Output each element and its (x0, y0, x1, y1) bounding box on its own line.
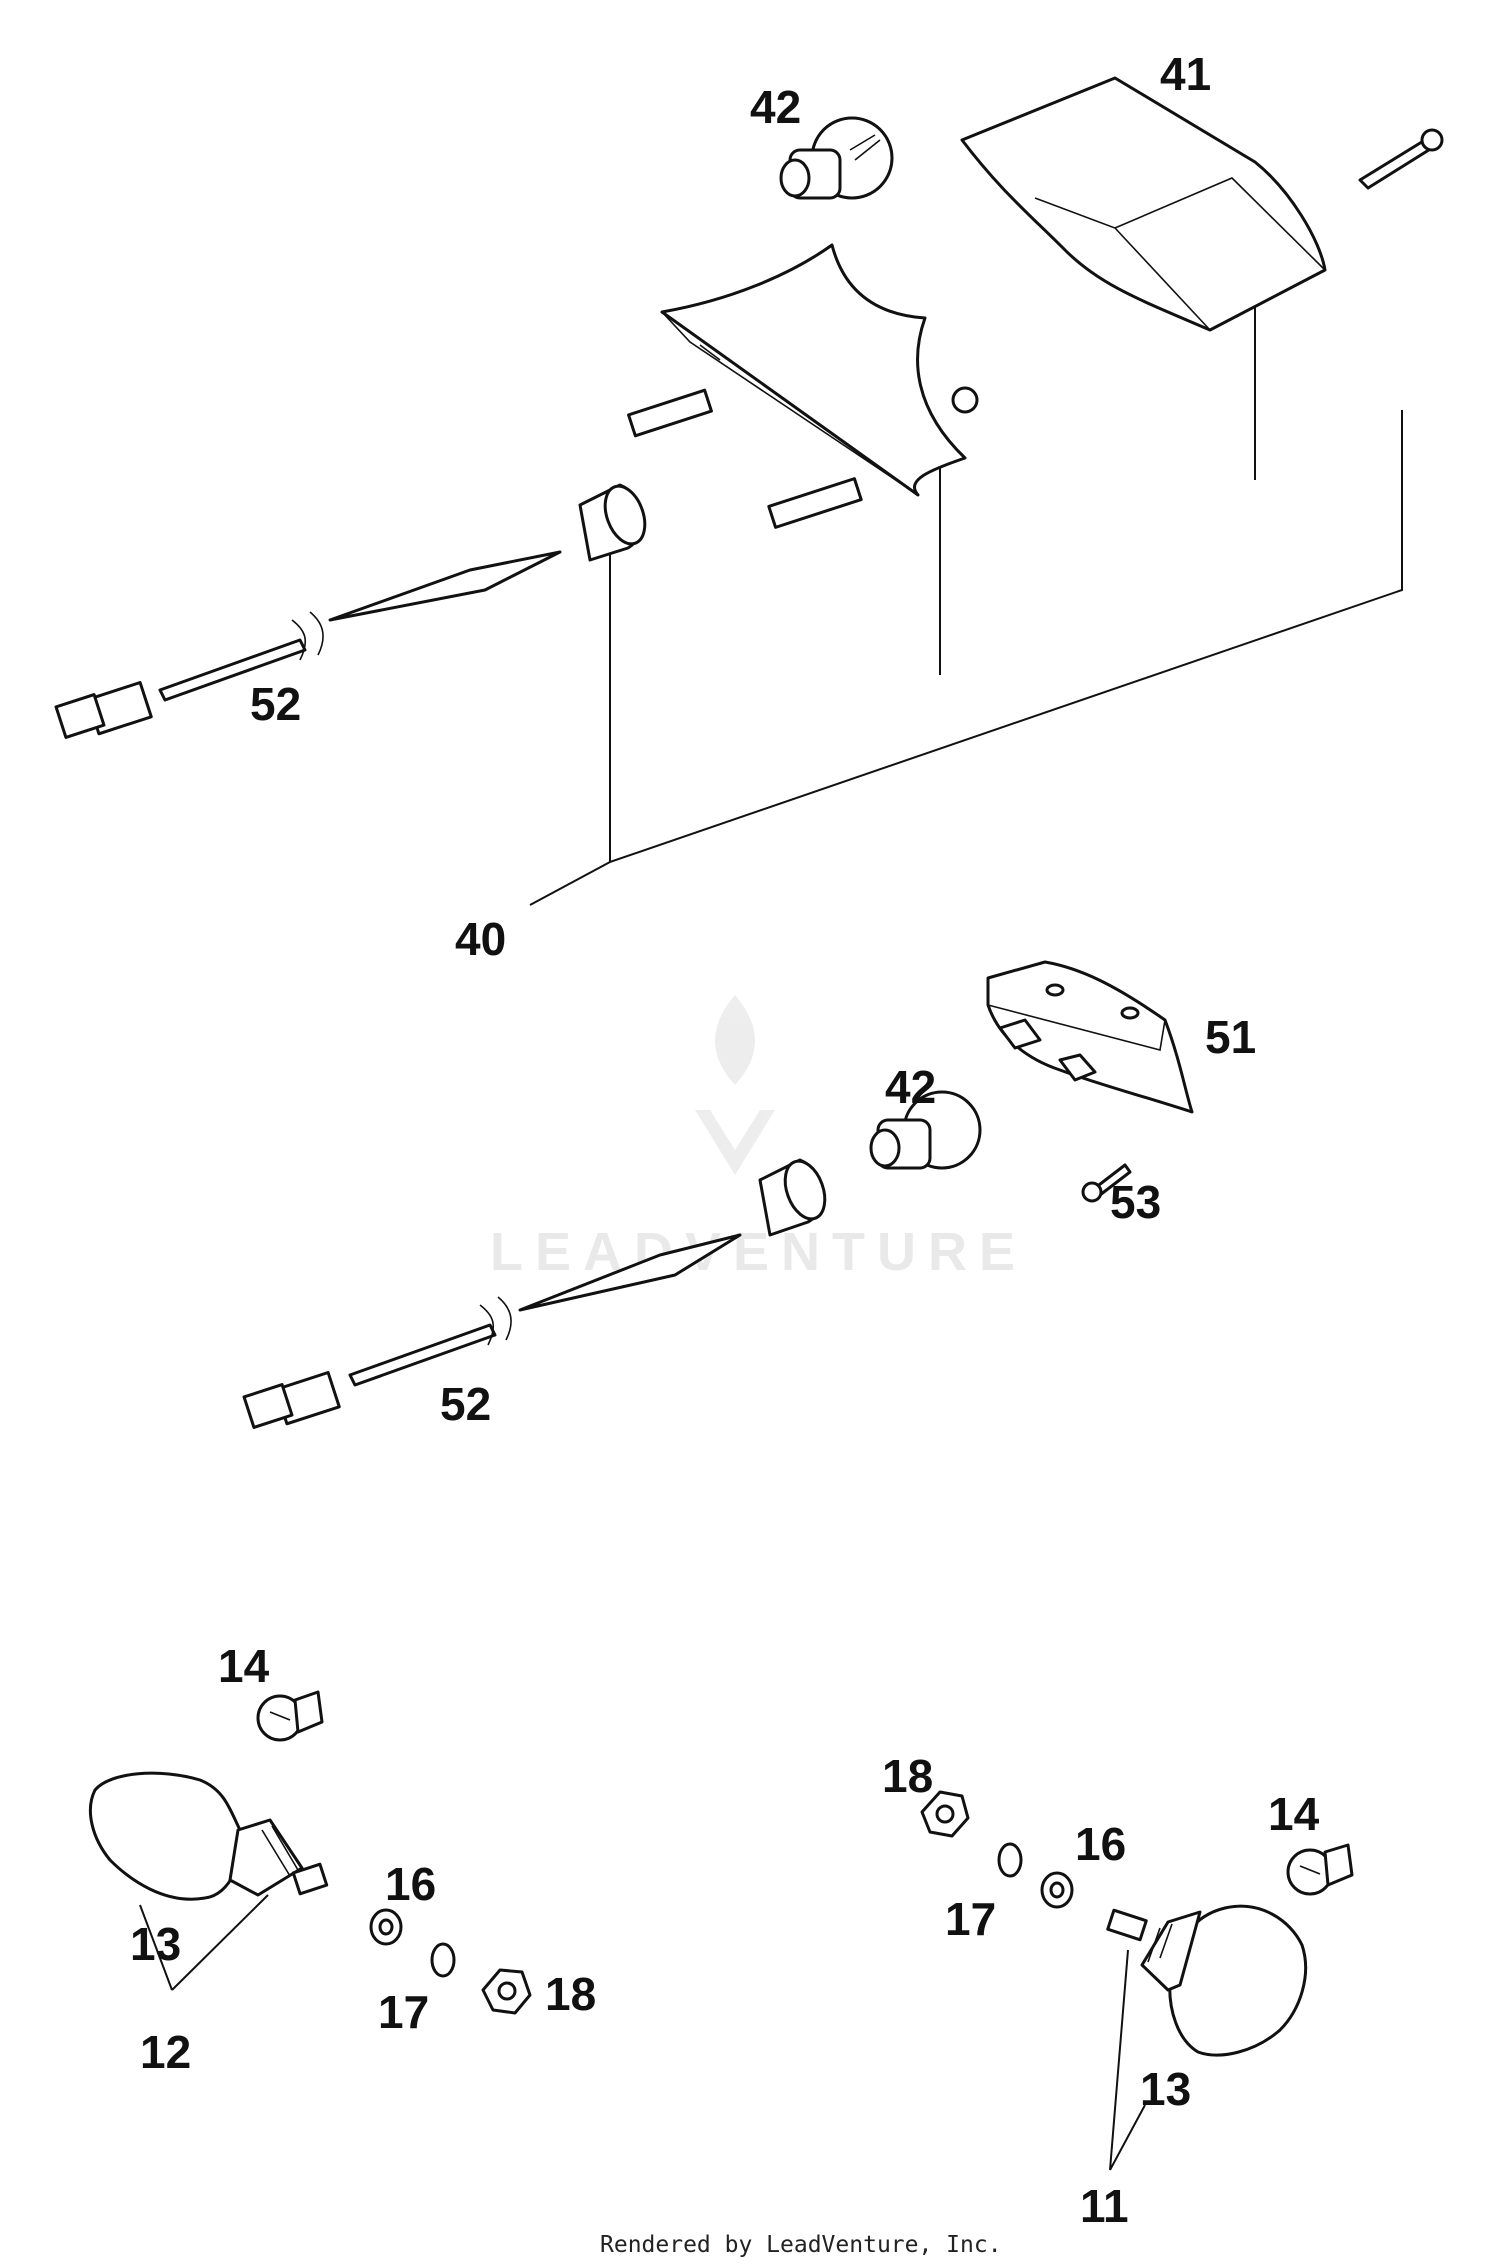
callout-18-right: 18 (882, 1750, 933, 1802)
callout-52-top: 52 (250, 678, 301, 730)
footer-credit: Rendered by LeadVenture, Inc. (600, 2232, 1002, 2258)
right-turn-signal-assembly (920, 1790, 1354, 2171)
callout-51: 51 (1205, 1011, 1256, 1063)
tail-light-housing (660, 243, 967, 497)
callout-14-left: 14 (218, 1640, 270, 1692)
lock-washer-17-right (997, 1842, 1023, 1878)
leader-line-40 (529, 270, 1403, 906)
callout-16-left: 16 (385, 1858, 436, 1910)
callout-40: 40 (455, 913, 506, 965)
lock-washer-17-left (430, 1942, 456, 1978)
callout-52-mid: 52 (440, 1378, 491, 1430)
mounting-stud-upper (627, 388, 713, 438)
bulb-14-right (1286, 1843, 1354, 1896)
callout-42-top: 42 (750, 81, 801, 133)
turn-signal-lens-right (1168, 1904, 1307, 2057)
license-light-assembly (242, 960, 1194, 1429)
left-turn-signal-assembly (88, 1690, 532, 2015)
callout-41: 41 (1160, 48, 1211, 100)
lens-screw (1358, 128, 1444, 190)
bulb-42-top (779, 116, 894, 200)
socket-wire-52-mid (242, 1158, 827, 1429)
watermark-text: LEADVENTURE (490, 1222, 1027, 1282)
housing-boss (951, 386, 979, 414)
callout-42-mid: 42 (885, 1061, 936, 1113)
screw-53 (1081, 1163, 1132, 1203)
callout-13-right: 13 (1140, 2063, 1191, 2115)
tail-light-lens (960, 76, 1327, 332)
callout-13-left: 13 (130, 1918, 181, 1970)
leadventure-watermark-logo: LEADVENTURE (490, 995, 1027, 1282)
callout-53: 53 (1110, 1176, 1161, 1228)
callout-14-right: 14 (1268, 1788, 1320, 1840)
callout-17-right: 17 (945, 1893, 996, 1945)
turn-signal-lens-left (88, 1771, 243, 1901)
socket-wire-52-top (54, 483, 647, 739)
bulb-14-left (256, 1690, 324, 1742)
bulb-42-mid (869, 1090, 982, 1170)
callout-17-left: 17 (378, 1986, 429, 2038)
callout-16-right: 16 (1075, 1818, 1126, 1870)
callout-11: 11 (1080, 2180, 1129, 2232)
callout-18-left: 18 (545, 1968, 596, 2020)
callout-12: 12 (140, 2026, 191, 2078)
tail-light-assembly (54, 76, 1444, 906)
mounting-stud-lower (767, 477, 863, 529)
license-light-housing-51 (986, 960, 1194, 1114)
